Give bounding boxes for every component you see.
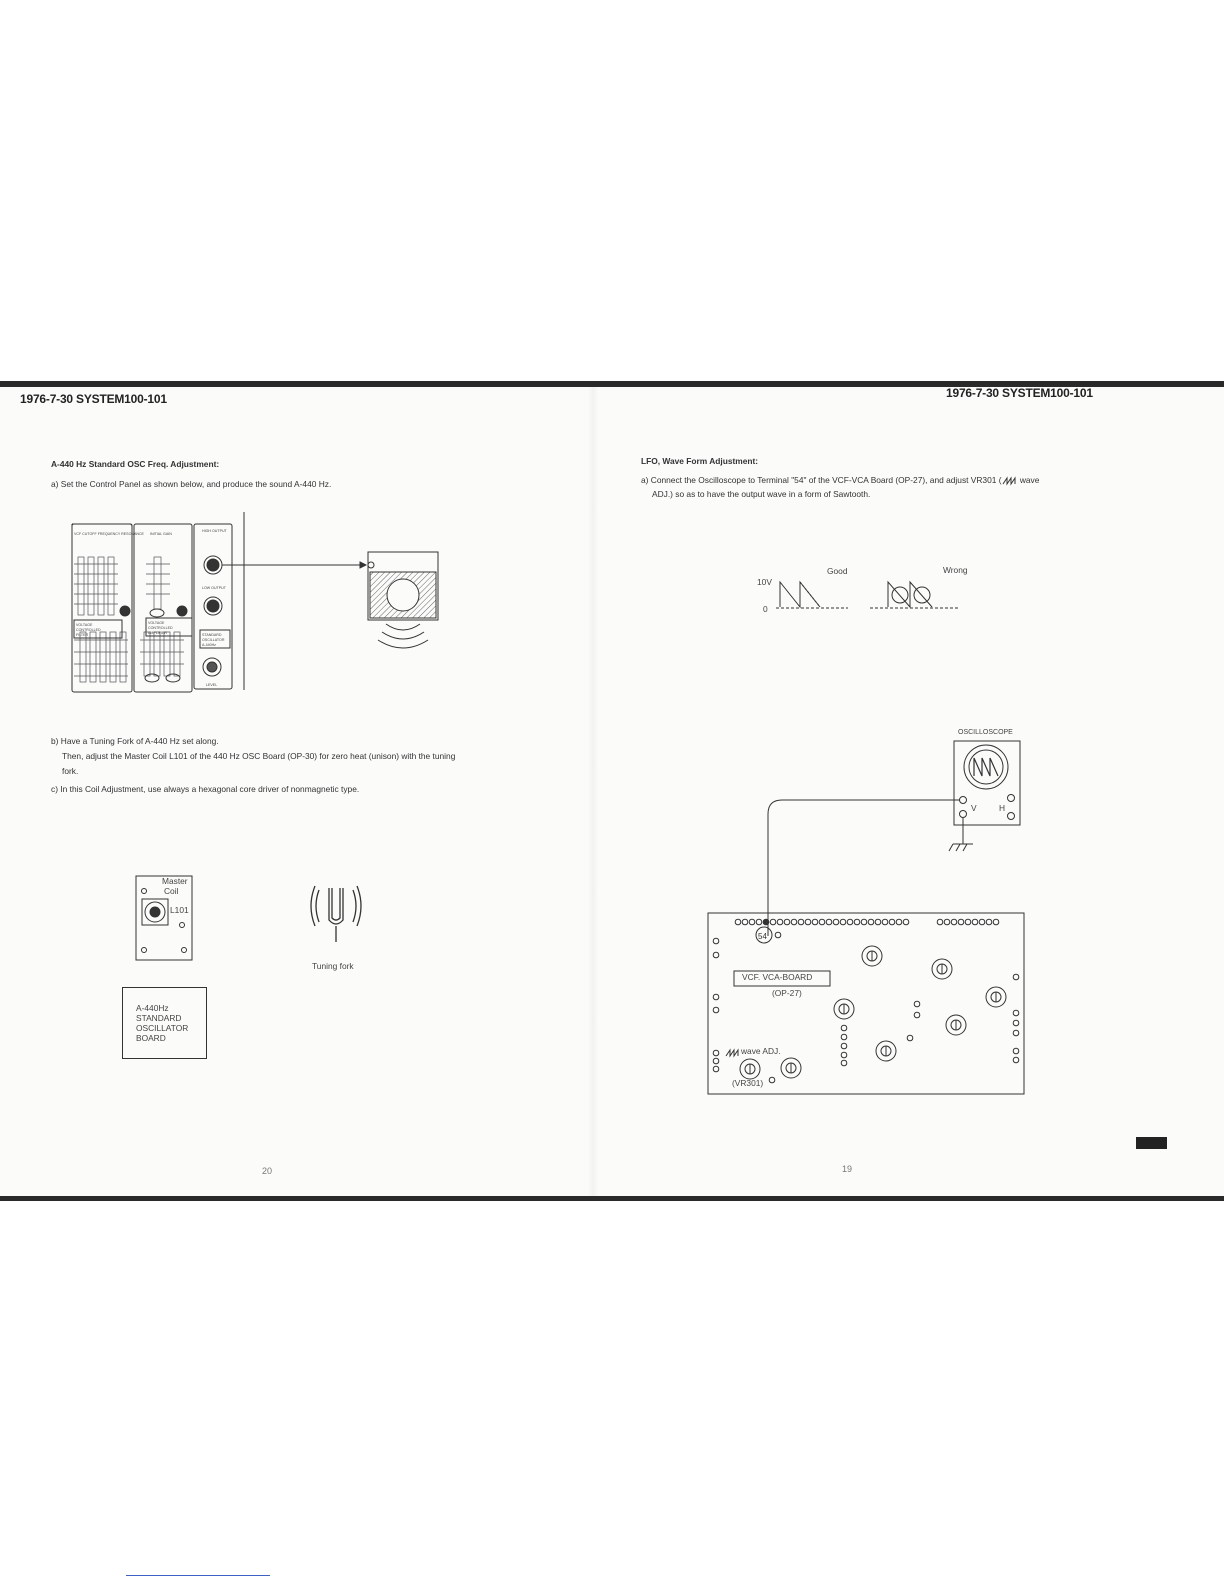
right-section-title: LFO, Wave Form Adjustment: [641,456,759,466]
vca-gain-label: INITIAL GAIN [150,532,172,536]
wave-good-label: Good [827,566,848,576]
wave-0-label: 0 [763,604,768,614]
vcf-block-line1: VOLTAGE [76,623,93,627]
scope-h-label: H [999,803,1006,813]
vcf-vca-board-diagram: 54 [707,912,1025,1095]
vca-block-line2: CONTROLLED [148,626,173,630]
oscilloscope-title: OSCILLOSCOPE [958,729,1013,736]
tuning-fork-caption: Tuning fork [312,961,354,971]
left-step-a: a) Set the Control Panel as shown below,… [51,479,332,489]
vcf-block-line3: FILTER [76,633,89,637]
osc-board-box [122,987,207,1059]
blue-underline-mark [126,1575,270,1576]
scope-v-label: V [971,803,977,813]
osc-block-line2: OSCILLATOR [202,638,225,642]
board-name-label: VCF. VCA-BOARD [742,972,813,982]
page-gutter [588,387,598,1196]
osc-board-label-2: STANDARD [136,1013,182,1023]
level-label: LEVEL [206,683,217,687]
board-code-label: (OP-27) [772,988,802,998]
vcf-block-line2: CONTROLLED [76,628,101,632]
right-step-a-text: a) Connect the Oscilloscope to Terminal … [641,475,1002,485]
vca-block-line1: VOLTAGE [148,621,165,625]
high-output-label: HIGH OUTPUT [202,529,228,533]
left-step-b-line1: b) Have a Tuning Fork of A-440 Hz set al… [51,736,219,746]
right-page-header: 1976-7-30 SYSTEM100-101 [946,386,1093,400]
low-output-label: LOW OUTPUT [202,586,227,590]
oscilloscope-diagram [767,740,1021,936]
left-page-number: 20 [262,1166,273,1176]
tuning-fork-icon [310,885,362,942]
left-section-title: A-440 Hz Standard OSC Freq. Adjustment: [51,459,220,469]
coil-label-coil: Coil [164,886,179,896]
vr301-label: (VR301) [732,1078,764,1088]
vca-module [133,523,193,693]
osc-board-label-1: A-440Hz [136,1003,169,1013]
right-page-number: 19 [842,1164,853,1174]
coil-label-master: Master [162,876,188,886]
vcf-label: VCF CUTOFF FREQUENCY RESONANCE [74,532,145,536]
vcf-module [71,523,133,693]
left-step-c: c) In this Coil Adjustment, use always a… [51,784,360,794]
master-coil-diagram [135,875,193,961]
right-step-a-line2: ADJ.) so as to have the output wave in a… [652,489,871,499]
output-module [193,523,233,690]
right-step-a-end: wave [1017,475,1040,485]
right-step-a-line1: a) Connect the Oscilloscope to Terminal … [641,473,1039,487]
vca-block-line3: AMPLIFIER [148,631,167,635]
terminal-54-label: 54 [758,932,767,941]
wave-wrong-label: Wrong [943,565,968,575]
corner-tab-mark [1136,1137,1167,1149]
left-step-b-line2: Then, adjust the Master Coil L101 of the… [62,751,456,761]
wave-10v-label: 10V [757,577,772,587]
osc-block-line3: A-440Hz [202,643,216,647]
waveform-comparison [776,580,960,609]
control-panel-diagram: VCF CUTOFF FREQUENCY RESONANCE INITIAL G… [71,512,439,693]
spread-top-edge [0,381,1224,387]
left-step-b-line3: fork. [62,766,79,776]
wave-adj-label: wave ADJ. [741,1046,781,1056]
spread-bottom-edge [0,1196,1224,1201]
osc-board-label-4: BOARD [136,1033,166,1043]
coil-label-ref: L101 [170,905,189,915]
left-page-header: 1976-7-30 SYSTEM100-101 [20,392,167,406]
osc-block-line1: STANDARD [202,633,222,637]
sawtooth-wave-icon [1002,476,1016,486]
osc-board-label-3: OSCILLATOR [136,1023,189,1033]
